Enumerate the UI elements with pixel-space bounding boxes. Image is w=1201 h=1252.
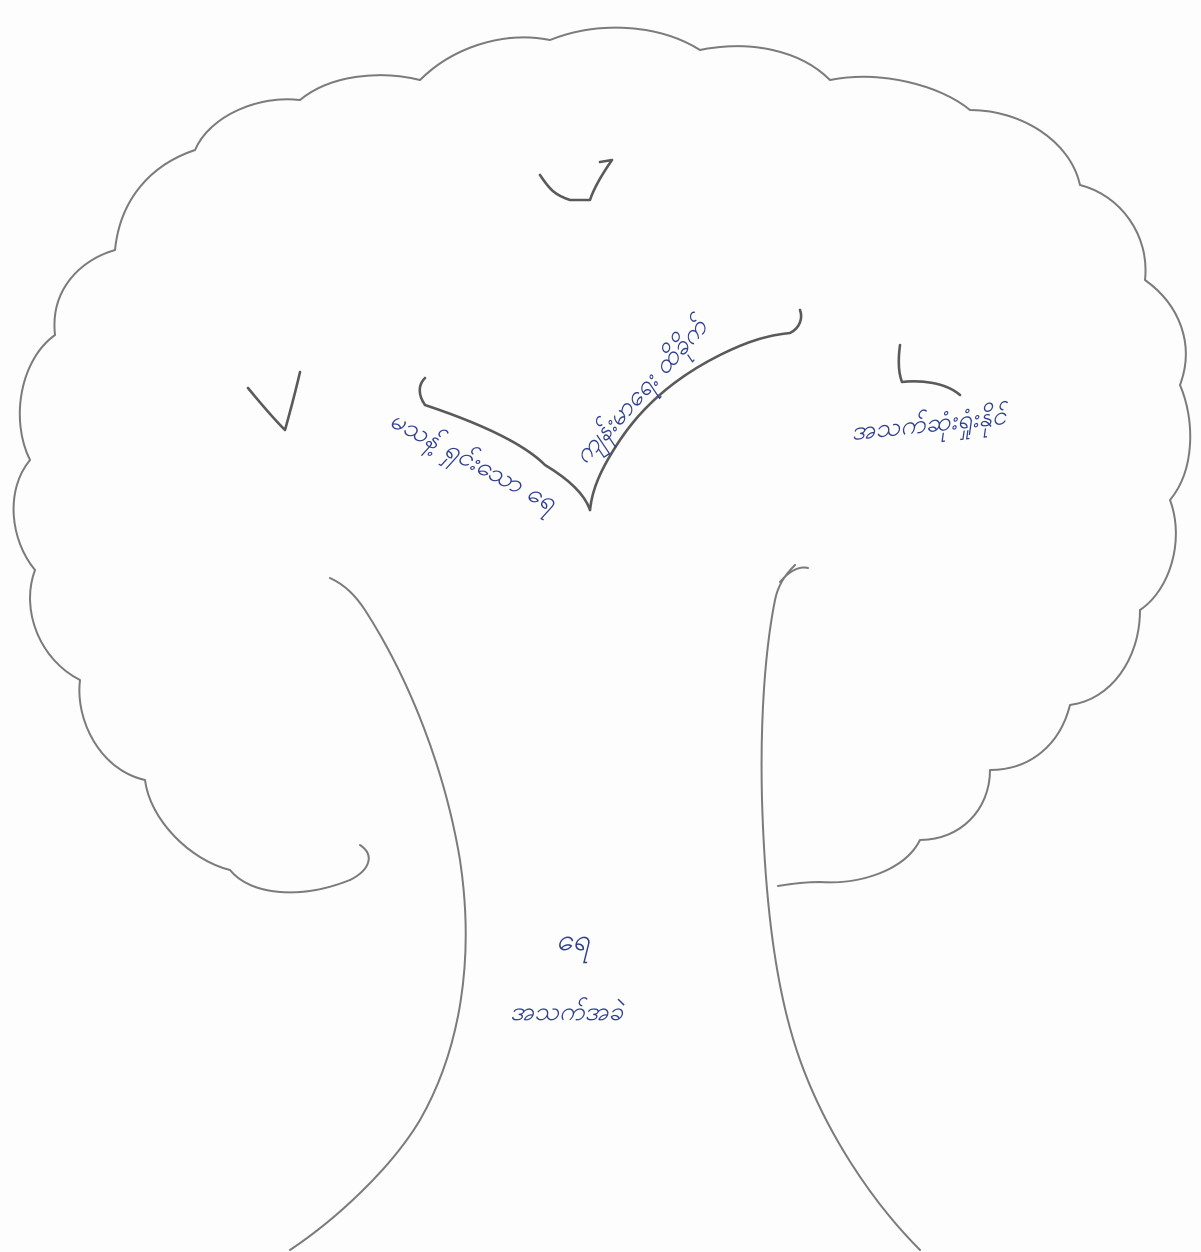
label-branch-right: အသက်ဆုံးရှုံးနိုင်: [850, 400, 1012, 451]
trunk-right-tick: [779, 566, 809, 583]
branch-fork-right: [588, 308, 803, 512]
branch-fork-left: [418, 376, 592, 512]
canopy-outline: [12, 26, 1192, 894]
trunk-left-edge: [289, 577, 467, 1251]
twig-top: [538, 158, 614, 202]
label-trunk-line1: ရေ: [556, 923, 590, 964]
label-branch-mid: ကျန်းမာရေး ထိခိုက်: [568, 310, 720, 473]
twig-left: [246, 370, 302, 432]
canopy-curl-left: [349, 844, 370, 881]
trunk-right-edge: [760, 564, 921, 1251]
label-trunk-line2: အသက်အခဲ: [510, 997, 625, 1027]
twig-right: [897, 343, 962, 397]
